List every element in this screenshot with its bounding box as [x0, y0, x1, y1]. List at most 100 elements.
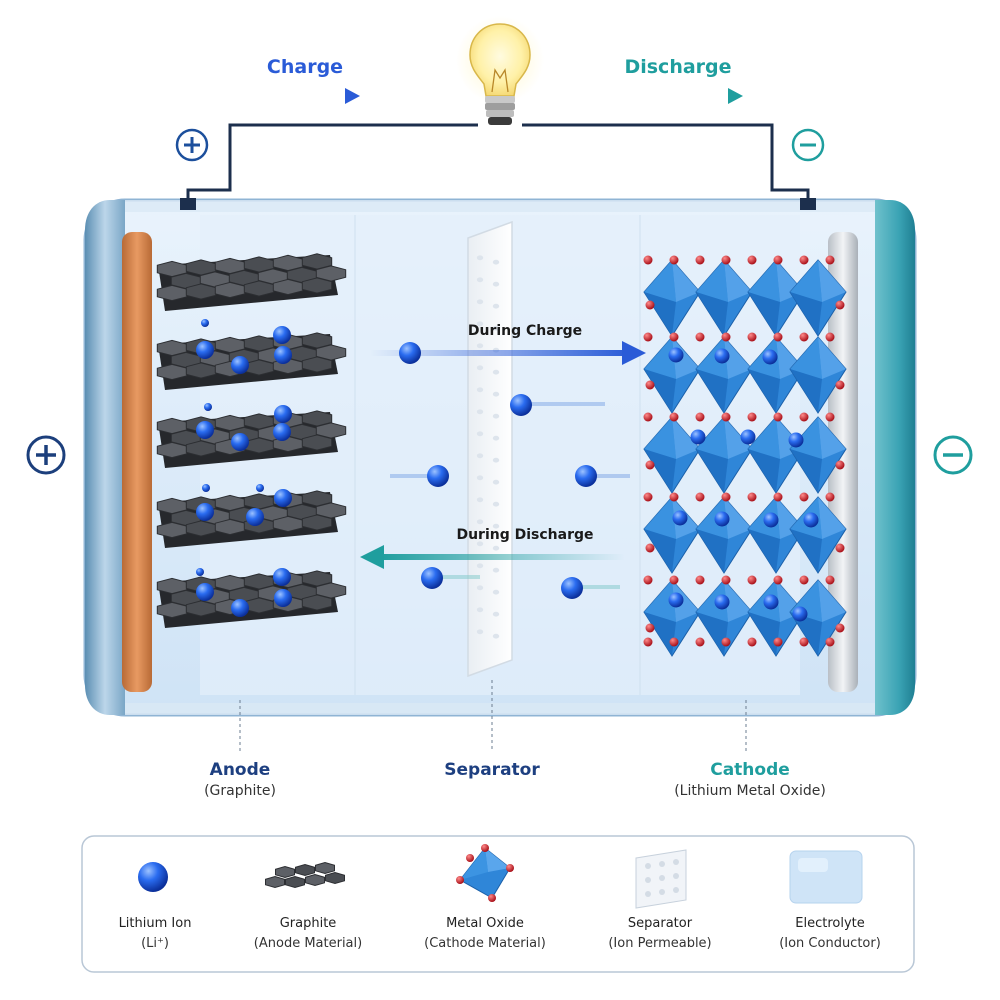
oxygen-atom [721, 637, 731, 647]
lithium-ion [762, 349, 778, 365]
oxygen-atom [669, 575, 679, 585]
lithium-ion [668, 592, 684, 608]
metal-oxide-octahedron [789, 496, 847, 574]
lithium-ion [256, 484, 264, 492]
oxygen-atom [643, 332, 653, 342]
oxygen-atom [747, 255, 757, 265]
oxygen-atom [825, 412, 835, 422]
oxygen-atom [773, 412, 783, 422]
lithium-ion [196, 568, 204, 576]
legend-desc: (Ion Conductor) [779, 936, 881, 951]
oxygen-atom [643, 255, 653, 265]
lithium-ion [196, 583, 214, 601]
legend-name: Separator [627, 916, 693, 931]
oxygen-atom [799, 575, 809, 585]
oxygen-atom [643, 412, 653, 422]
lithium-ion [196, 341, 214, 359]
oxygen-atom [669, 332, 679, 342]
lithium-ion [740, 429, 756, 445]
lithium-ion [788, 432, 804, 448]
oxygen-atom [695, 255, 705, 265]
oxygen-atom [773, 575, 783, 585]
oxygen-atom [825, 575, 835, 585]
metal-oxide-octahedron [789, 259, 847, 337]
lithium-ion [690, 429, 706, 445]
negative-side-icon [933, 435, 973, 475]
lithium-ion [204, 403, 212, 411]
oxygen-atom [799, 492, 809, 502]
lithium-ion [561, 577, 583, 599]
positive-terminal-icon [175, 128, 209, 162]
lithium-ion [668, 347, 684, 363]
lithium-ion [274, 346, 292, 364]
oxygen-atom [695, 412, 705, 422]
metal-oxide-octahedron [695, 579, 753, 657]
during-discharge-arrow [360, 545, 625, 569]
lithium-ion [231, 599, 249, 617]
lithium-ion [714, 594, 730, 610]
cathode-subtitle: (Lithium Metal Oxide) [674, 783, 826, 799]
lithium-ion [399, 342, 421, 364]
separator-membrane [467, 220, 513, 678]
anode-graphite-layers [156, 253, 347, 628]
oxygen-atom [825, 255, 835, 265]
oxygen-atom [643, 637, 653, 647]
metal-oxide-octahedron [695, 496, 753, 574]
electrolyte-lithium-ions [399, 342, 597, 599]
light-bulb-icon [456, 16, 544, 125]
lithium-ion [196, 503, 214, 521]
ion-trail-lines [390, 402, 630, 589]
circuit-wire [186, 123, 810, 205]
charge-direction-arrow [256, 88, 360, 104]
oxygen-atom [669, 637, 679, 647]
legend-name: Metal Oxide [446, 916, 524, 931]
oxygen-atom [799, 412, 809, 422]
oxygen-atom [747, 575, 757, 585]
oxygen-atom [695, 492, 705, 502]
lithium-ion [763, 512, 779, 528]
oxygen-atom [669, 412, 679, 422]
metal-oxide-octahedron [789, 336, 847, 414]
oxygen-atom [669, 255, 679, 265]
lithium-ion [672, 510, 688, 526]
oxygen-atom [669, 492, 679, 502]
during-discharge-label: During Discharge [456, 527, 594, 543]
oxygen-atom [721, 332, 731, 342]
lithium-ion [273, 568, 291, 586]
oxygen-atom [747, 492, 757, 502]
oxygen-atom [695, 637, 705, 647]
lithium-ion [427, 465, 449, 487]
charge-label: Charge [266, 56, 344, 78]
legend-name: Graphite [279, 916, 337, 931]
lithium-ion [714, 511, 730, 527]
oxygen-atom [695, 332, 705, 342]
copper-current-collector [122, 232, 152, 692]
lithium-ion [510, 394, 532, 416]
oxygen-atom [825, 492, 835, 502]
oxygen-atom [747, 412, 757, 422]
oxygen-atom [721, 492, 731, 502]
metal-oxide-octahedron [643, 416, 701, 494]
separator-icon [635, 849, 687, 909]
lithium-ion [246, 508, 264, 526]
negative-terminal-icon [791, 128, 825, 162]
metal-oxide-octahedron [643, 336, 701, 414]
oxygen-atom [695, 575, 705, 585]
lithium-ion [274, 589, 292, 607]
legend-name: Electrolyte [795, 916, 865, 931]
graphite-layer [156, 253, 347, 311]
legend-name: Lithium Ion [118, 916, 192, 931]
oxygen-atom [721, 255, 731, 265]
oxygen-atom [799, 637, 809, 647]
anode-subtitle: (Graphite) [204, 783, 276, 799]
anode-title: Anode [209, 760, 271, 780]
legend-panel [81, 835, 915, 973]
lithium-ion [273, 423, 291, 441]
oxygen-atom [773, 332, 783, 342]
lithium-ion [273, 326, 291, 344]
legend-desc: (Ion Permeable) [608, 936, 712, 951]
lithium-ion [803, 512, 819, 528]
oxygen-atom [773, 637, 783, 647]
cathode-title: Cathode [710, 760, 790, 780]
legend-icons [138, 844, 863, 909]
